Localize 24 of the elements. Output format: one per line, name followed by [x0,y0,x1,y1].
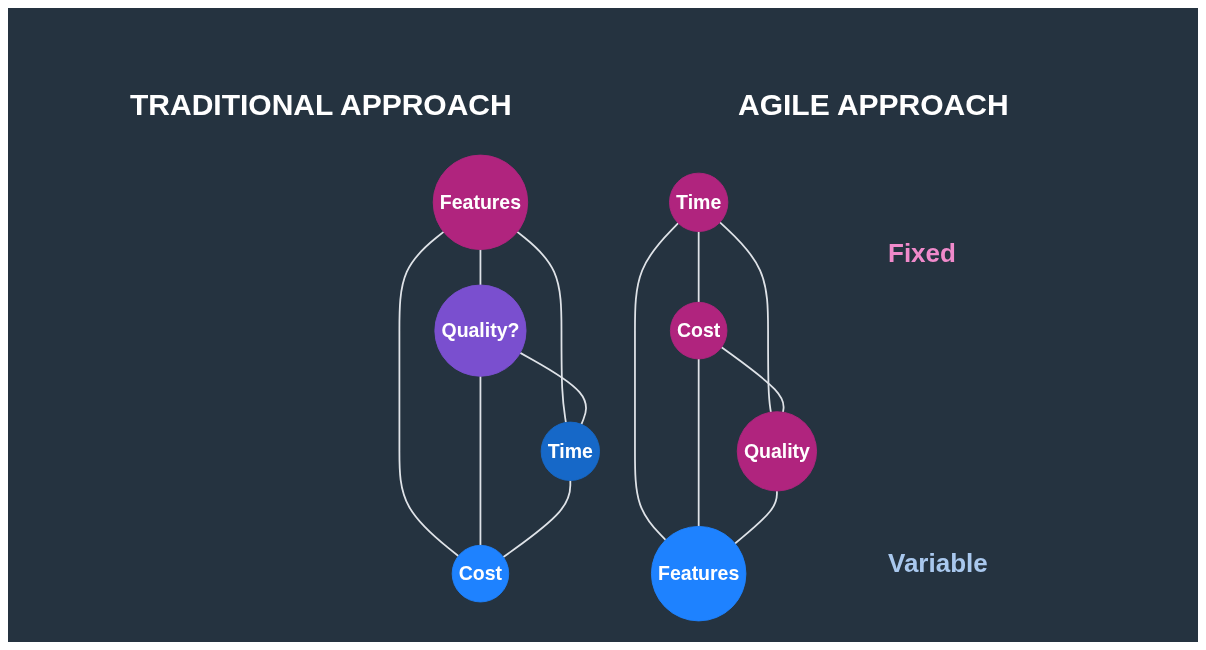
connector [516,231,567,424]
heading: AGILE APPROACH [738,88,1009,122]
connector [697,230,700,304]
connector [398,231,460,557]
group-label: Variable [888,548,988,579]
node-circle: Cost [669,301,728,360]
node-circle: Quality [736,411,818,492]
connector [734,490,778,545]
node-circle: Cost [451,544,510,603]
node-circle: Time [540,421,600,481]
connector [634,222,680,541]
connector [479,375,482,547]
node-circle: Time [669,172,729,232]
group-label: Fixed [888,238,956,269]
connector [697,358,700,528]
node-circle: Features [432,154,529,251]
connector [502,479,572,558]
connector [719,221,772,413]
connector [519,352,587,426]
node-circle: Quality? [434,284,527,377]
node-circle: Features [650,525,747,622]
connector [720,346,785,413]
heading: TRADITIONAL APPROACH [130,88,512,122]
connector [479,248,482,286]
